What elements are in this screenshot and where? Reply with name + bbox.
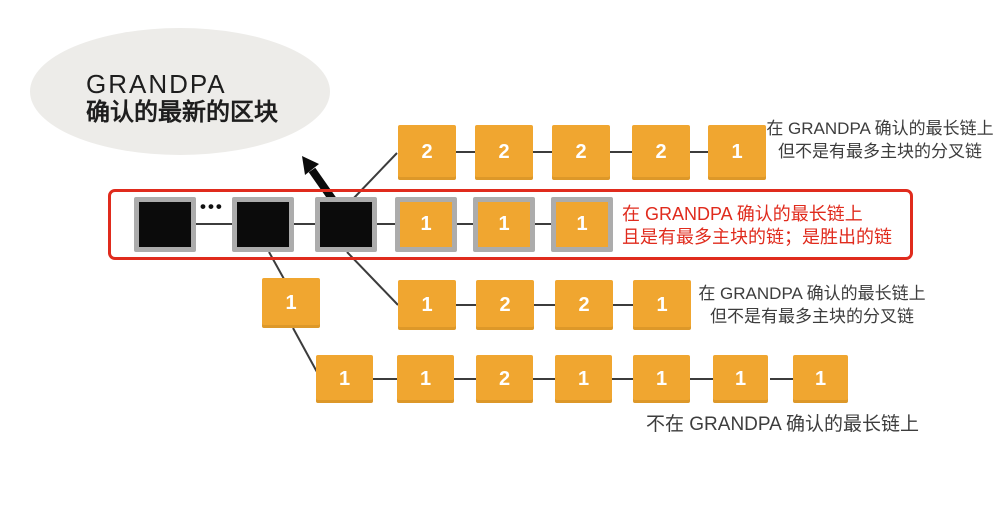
block-number: 2 (499, 293, 511, 316)
fork-bottom-block-3: 2 (476, 355, 533, 403)
fork-bottom-block-4: 1 (555, 355, 612, 403)
block-number: 1 (656, 293, 668, 316)
fork-top-block-4: 2 (632, 125, 690, 180)
fork-top-block-2: 2 (475, 125, 533, 180)
block-number: 1 (420, 213, 432, 235)
caption-line: 但不是有最多主块的分叉链 (710, 307, 914, 326)
grandpa-subtitle: 确认的最新的区块 (86, 99, 278, 126)
fork-middle-block-1: 1 (398, 280, 456, 330)
caption-line: 不在 GRANDPA 确认的最长链上 (646, 414, 920, 435)
fork-bottom-block-5: 1 (633, 355, 690, 403)
caption-line: 但不是有最多主块的分叉链 (778, 142, 982, 161)
finalized-black-block-1 (134, 197, 196, 252)
block-number: 2 (575, 141, 587, 163)
winning-block-1: 1 (395, 197, 457, 252)
fork-top-block-1: 2 (398, 125, 456, 180)
grandpa-finalized-label: GRANDPA 确认的最新的区块 (86, 69, 278, 127)
fork-top-block-5: 1 (708, 125, 766, 180)
block-number: 2 (421, 141, 433, 163)
finalized-black-block-2 (232, 197, 294, 252)
block-number: 1 (734, 367, 747, 390)
caption-line: 在 GRANDPA 确认的最长链上 (698, 284, 926, 303)
fork-bottom-block-2: 1 (397, 355, 454, 403)
fork-bottom-block-6: 1 (713, 355, 768, 403)
block-number: 1 (731, 141, 743, 163)
caption-line: 且是有最多主块的链；是胜出的链 (622, 227, 892, 247)
block-number: 1 (576, 213, 588, 235)
fork-bottom-caption: 不在 GRANDPA 确认的最长链上 (646, 409, 919, 436)
fork-bottom-block-7: 1 (793, 355, 848, 403)
fork-middle-block-4: 1 (633, 280, 691, 330)
block-number: 1 (419, 367, 432, 390)
block-number: 1 (285, 291, 297, 314)
block-number: 2 (498, 141, 510, 163)
fork-middle-block-2: 2 (476, 280, 534, 330)
arrow-up-icon (302, 156, 337, 203)
block-number: 1 (577, 367, 590, 390)
block-number: 2 (655, 141, 667, 163)
grandpa-finalized-ellipse (30, 28, 330, 155)
block-number: 1 (338, 367, 351, 390)
finalized-black-block-3 (315, 197, 377, 252)
chain-ellipsis: ••• (200, 197, 224, 216)
fork-middle-caption: 在 GRANDPA 确认的最长链上 但不是有最多主块的分叉链 (690, 282, 934, 328)
block-number: 1 (814, 367, 827, 390)
winning-block-2: 1 (473, 197, 535, 252)
caption-line: 在 GRANDPA 确认的最长链上 (622, 204, 863, 224)
fork-top-caption: 在 GRANDPA 确认的最长链上 但不是有最多主块的分叉链 (760, 117, 1000, 163)
block-number: 1 (421, 293, 433, 316)
block-number: 1 (655, 367, 668, 390)
fork-bottom-block-1: 1 (316, 355, 373, 403)
fork-top-block-3: 2 (552, 125, 610, 180)
grandpa-title: GRANDPA (86, 69, 227, 99)
block-number: 2 (498, 367, 511, 390)
block-number: 1 (498, 213, 510, 235)
block-number: 2 (578, 293, 590, 316)
fork-bottom-standalone-block: 1 (262, 278, 320, 328)
fork-middle-block-3: 2 (555, 280, 613, 330)
caption-line: 在 GRANDPA 确认的最长链上 (766, 119, 994, 138)
winning-block-3: 1 (551, 197, 613, 252)
winning-chain-highlight-box (108, 189, 913, 260)
winning-chain-caption: 在 GRANDPA 确认的最长链上 且是有最多主块的链；是胜出的链 (622, 203, 892, 249)
